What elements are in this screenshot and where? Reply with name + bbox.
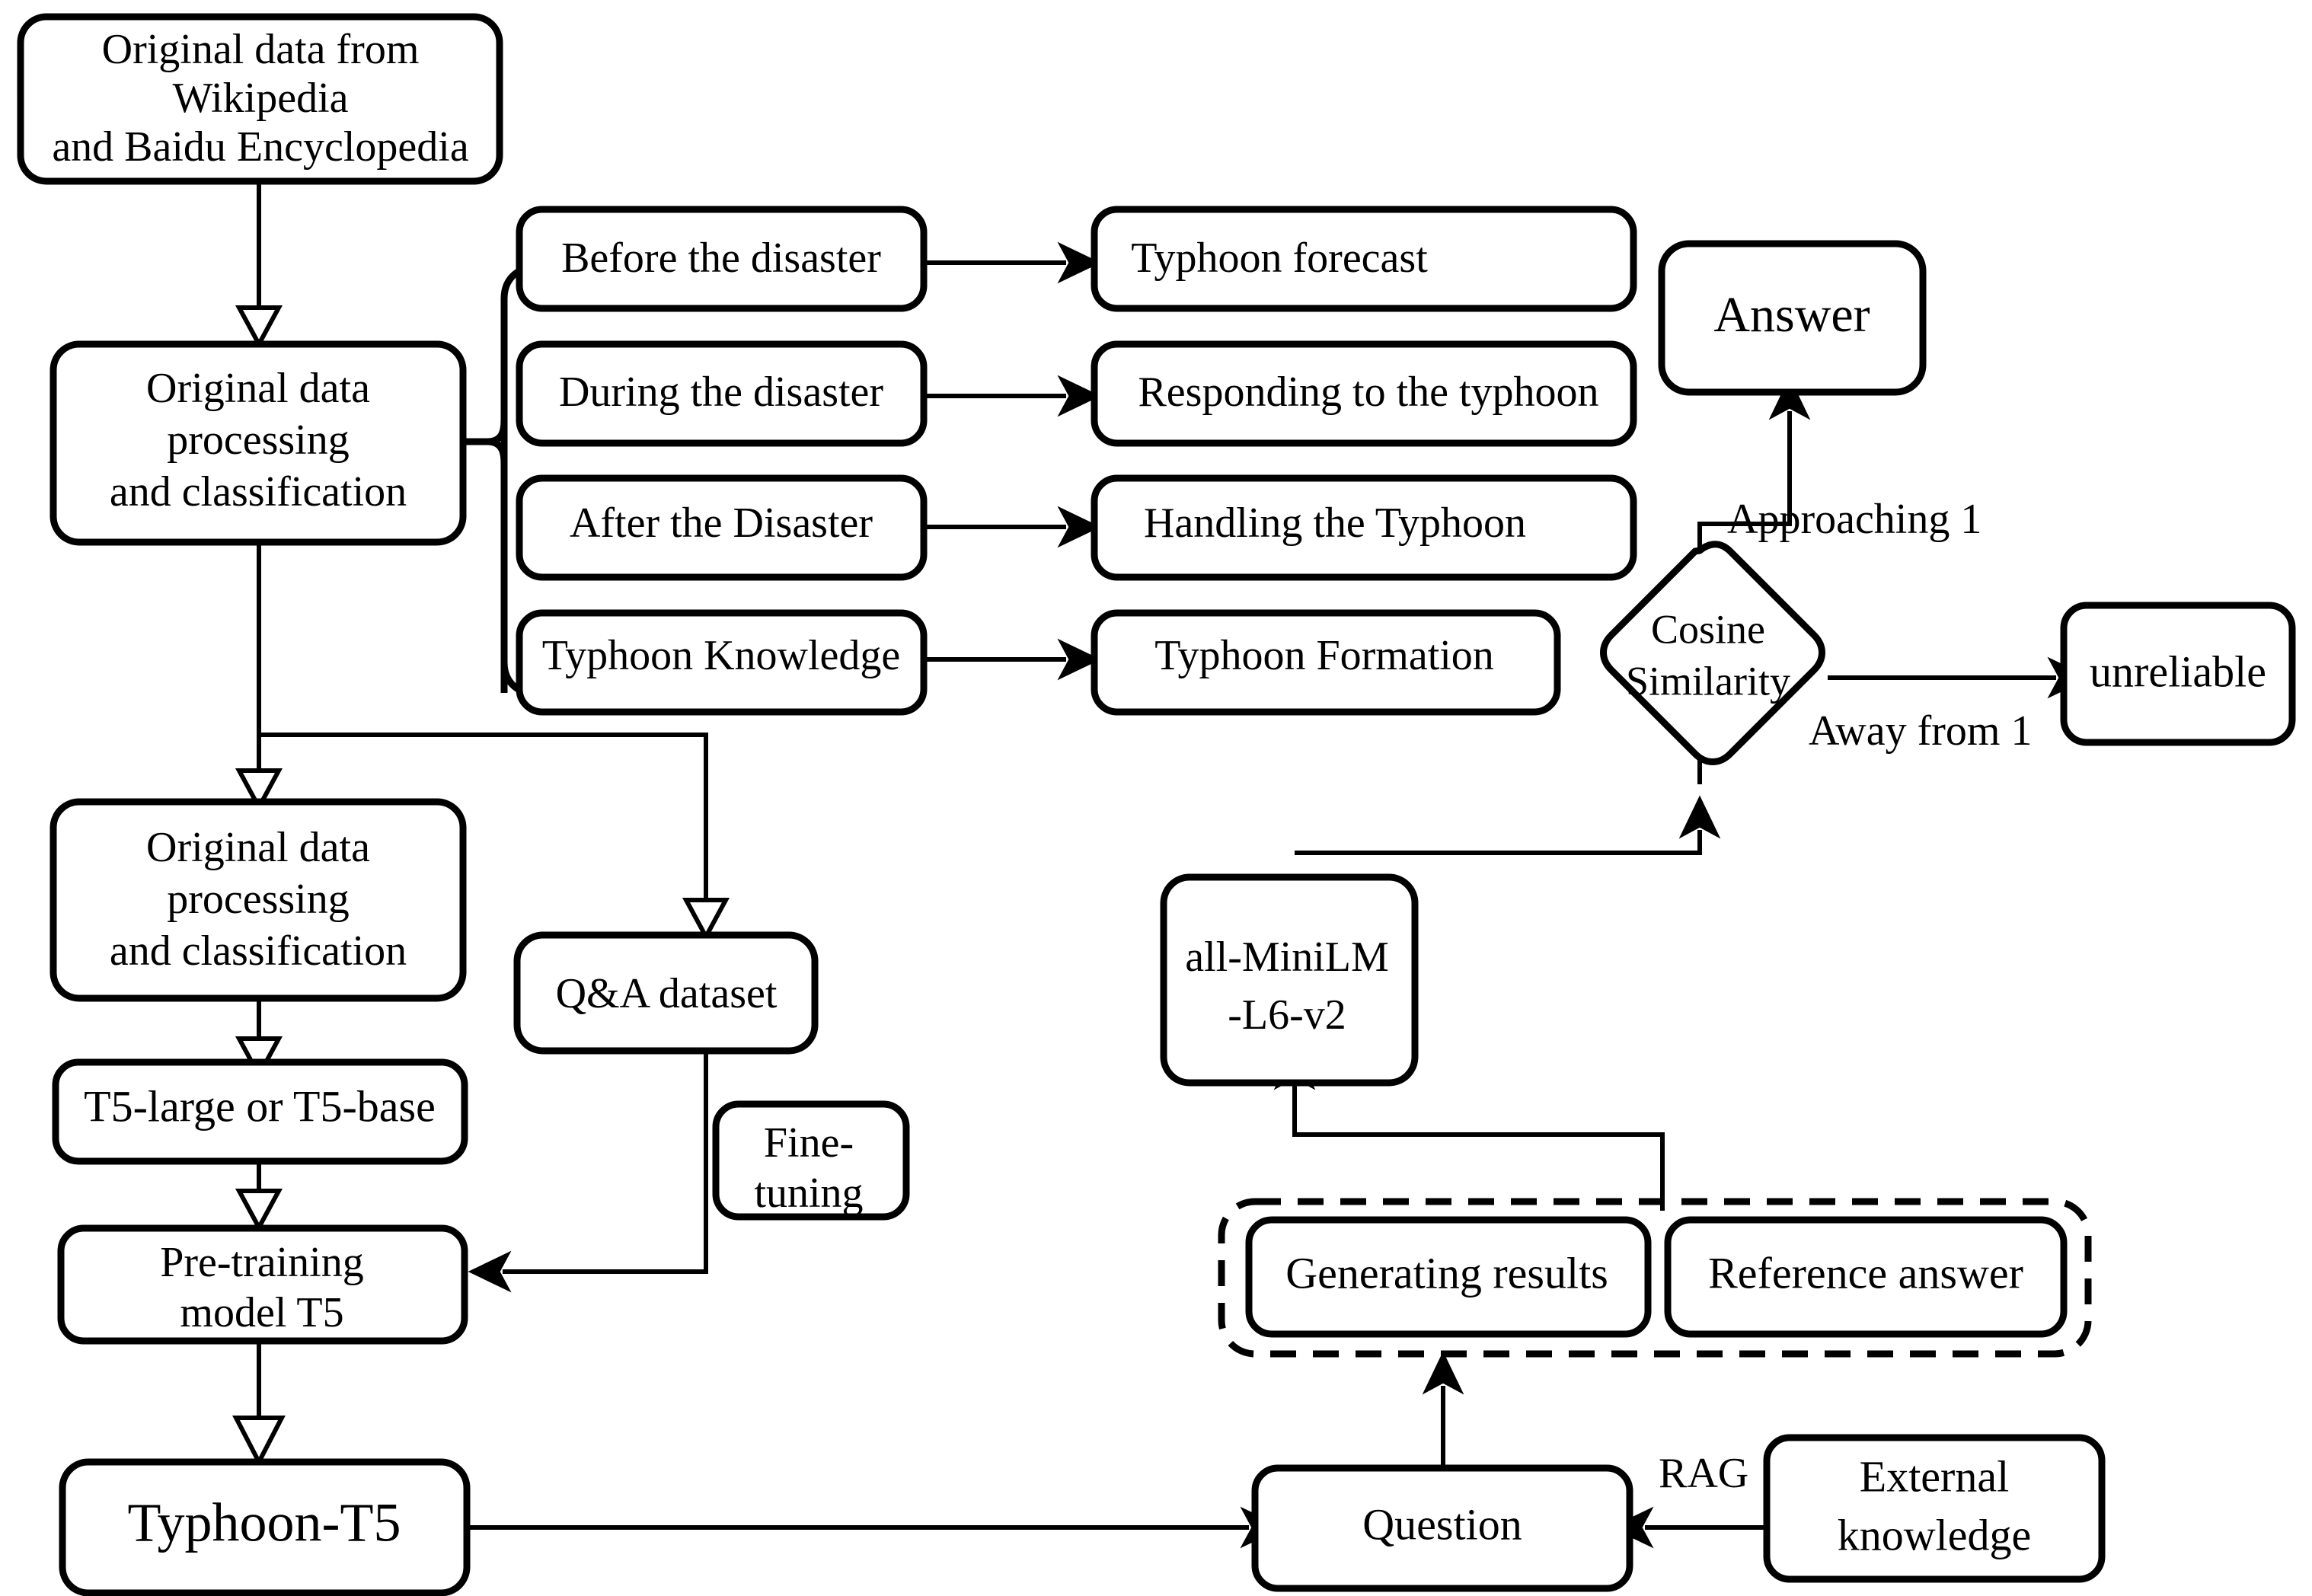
node-before-disaster[interactable]: Before the disaster	[516, 206, 928, 312]
node-source-data[interactable]: Original data from Wikipedia and Baidu E…	[17, 13, 503, 185]
processing-bottom-line2: processing	[167, 876, 350, 923]
connector-after-to-handling	[924, 506, 1101, 548]
node-responding-typhoon[interactable]: Responding to the typhoon	[1091, 340, 1637, 447]
edge-label-rag: RAG	[1659, 1450, 1748, 1497]
responding-typhoon-label: Responding to the typhoon	[1138, 369, 1598, 416]
cosine-similarity-line2: Similarity	[1626, 658, 1790, 704]
node-unreliable[interactable]: unreliable	[2060, 602, 2296, 746]
external-knowledge-line2: knowledge	[1838, 1510, 2032, 1559]
processing-bottom-line1: Original data	[146, 824, 370, 871]
node-typhoon-formation[interactable]: Typhoon Formation	[1091, 609, 1561, 716]
all-minilm-line1: all-MiniLM	[1185, 934, 1389, 981]
node-qa-dataset[interactable]: Q&A dataset	[513, 931, 819, 1055]
node-typhoon-t5[interactable]: Typhoon-T5	[59, 1458, 471, 1596]
node-answer[interactable]: Answer	[1658, 240, 1927, 396]
reference-answer-label: Reference answer	[1708, 1248, 2023, 1298]
connector-before-to-forecast	[924, 241, 1101, 284]
connector-during-to-responding	[924, 375, 1101, 417]
connector-minilm-to-cosine	[1295, 795, 1721, 855]
connector-knowledge-to-formation	[924, 638, 1101, 681]
during-disaster-label: During the disaster	[559, 369, 883, 416]
connector-processing-to-processing	[235, 542, 283, 812]
node-pretraining-model[interactable]: Pre-training model T5	[57, 1224, 468, 1345]
question-label: Question	[1362, 1499, 1522, 1549]
unreliable-label: unreliable	[2090, 646, 2266, 696]
node-handling-typhoon[interactable]: Handling the Typhoon	[1091, 474, 1637, 581]
edge-label-away-from-one: Away from 1	[1809, 707, 2032, 755]
external-knowledge-line1: External	[1860, 1451, 2009, 1501]
node-processing-bottom[interactable]: Original data processing and classificat…	[49, 798, 467, 1002]
node-all-minilm[interactable]: all-MiniLM -L6-v2	[1160, 873, 1419, 1087]
generating-results-label: Generating results	[1285, 1248, 1608, 1298]
answer-label: Answer	[1713, 287, 1870, 343]
connector-pretraining-to-typhoont5	[232, 1340, 286, 1467]
source-data-line2: Wikipedia	[173, 75, 349, 122]
source-data-line3: and Baidu Encyclopedia	[52, 123, 469, 171]
before-disaster-label: Before the disaster	[561, 235, 881, 282]
pretraining-model-line2: model T5	[180, 1289, 343, 1336]
fine-tuning-line1: Fine-	[764, 1119, 854, 1167]
processing-top-line3: and classification	[110, 468, 407, 516]
node-question[interactable]: Question	[1251, 1464, 1633, 1592]
connector-t5-to-pretraining	[235, 1156, 283, 1233]
processing-top-line2: processing	[167, 417, 350, 464]
connector-typhoont5-to-question	[467, 1506, 1284, 1549]
processing-bottom-line3: and classification	[110, 927, 407, 975]
node-reference-answer[interactable]: Reference answer	[1664, 1216, 2068, 1338]
typhoon-formation-label: Typhoon Formation	[1154, 632, 1494, 679]
connector-processing-to-qa	[259, 733, 730, 942]
evaluation-group-container	[1218, 1198, 2092, 1358]
node-typhoon-forecast[interactable]: Typhoon forecast	[1091, 206, 1637, 312]
connector-cosine-to-unreliable	[1828, 656, 2091, 699]
pretraining-model-line1: Pre-training	[160, 1239, 363, 1286]
connector-source-to-processing	[235, 181, 283, 350]
typhoon-forecast-label: Typhoon forecast	[1131, 235, 1428, 282]
node-external-knowledge[interactable]: External knowledge	[1763, 1434, 2106, 1583]
typhoon-knowledge-label: Typhoon Knowledge	[542, 632, 900, 679]
node-after-disaster[interactable]: After the Disaster	[516, 474, 928, 581]
source-data-line1: Original data from	[102, 26, 420, 73]
node-processing-top[interactable]: Original data processing and classificat…	[49, 340, 467, 546]
cosine-similarity-line1: Cosine	[1651, 606, 1765, 652]
node-fine-tuning[interactable]: Fine- tuning	[712, 1100, 910, 1221]
edge-label-approaching-one: Approaching 1	[1727, 496, 1981, 543]
qa-dataset-label: Q&A dataset	[556, 970, 778, 1017]
fine-tuning-line2: tuning	[754, 1170, 863, 1217]
all-minilm-line2: -L6-v2	[1228, 991, 1346, 1039]
connector-external-to-question	[1610, 1506, 1765, 1549]
node-during-disaster[interactable]: During the disaster	[516, 340, 928, 447]
node-typhoon-knowledge[interactable]: Typhoon Knowledge	[516, 609, 928, 716]
connector-qa-to-pretraining	[468, 1051, 708, 1293]
node-cosine-similarity[interactable]: Cosine Similarity	[1600, 541, 1825, 765]
t5-variants-label: T5-large or T5-base	[84, 1081, 436, 1131]
after-disaster-label: After the Disaster	[570, 500, 873, 547]
node-t5-variants[interactable]: T5-large or T5-base	[52, 1058, 468, 1165]
processing-top-line1: Original data	[146, 365, 370, 412]
handling-typhoon-label: Handling the Typhoon	[1144, 500, 1526, 547]
connector-processing-to-t5	[235, 998, 283, 1080]
node-generating-results[interactable]: Generating results	[1245, 1216, 1652, 1338]
typhoon-t5-label: Typhoon-T5	[128, 1492, 401, 1553]
